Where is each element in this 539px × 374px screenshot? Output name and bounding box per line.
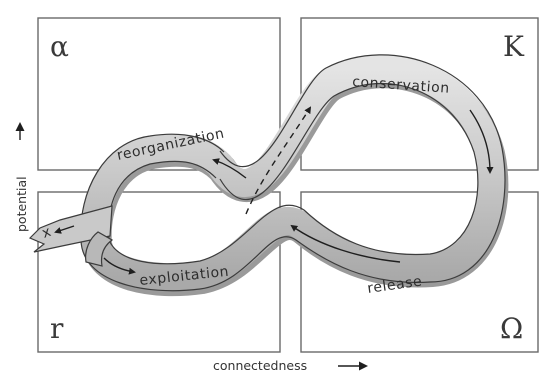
k-symbol: K (503, 30, 525, 63)
adaptive-cycle-ribbon (28, 54, 509, 297)
release-arrow (290, 224, 401, 263)
reorganization-arrow (212, 158, 247, 179)
center-rising-arrow (245, 106, 312, 215)
ribbon-band (80, 55, 506, 292)
x-axis-label: connectedness (213, 358, 307, 373)
exit-arrow (54, 225, 75, 234)
x-axis: connectedness (213, 358, 368, 373)
exploitation-arrow (103, 257, 136, 275)
y-axis: potential (14, 122, 29, 232)
release-label: release (366, 273, 423, 297)
y-axis-label: potential (14, 176, 29, 232)
alpha-symbol: α (50, 30, 69, 63)
ribbon-fold (85, 231, 114, 267)
conservation-label: conservation (352, 74, 451, 97)
flow-arrows (54, 106, 494, 275)
omega-symbol: Ω (500, 312, 523, 345)
r-symbol: r (50, 312, 64, 345)
conservation-arrow (469, 109, 494, 174)
ribbon-outline-outer (80, 54, 506, 292)
